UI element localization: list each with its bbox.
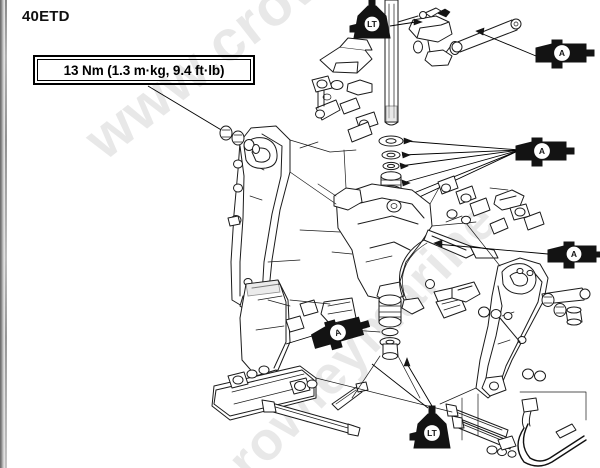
torque-spec-label: 13 Nm (1.3 m·kg, 9.4 ft·lb) (63, 62, 225, 78)
page-title: 40ETD (22, 8, 70, 25)
upper-left-small-parts (299, 75, 379, 149)
bolt-lower-center (331, 381, 369, 411)
lower-right-rods (445, 403, 517, 458)
callout-a-top[interactable]: A (475, 27, 595, 69)
tie-rod-lower-left (261, 399, 361, 437)
callout-a-right-label: A (571, 249, 577, 259)
right-clamp-bracket (475, 257, 549, 399)
callout-a-right[interactable]: A (433, 239, 600, 269)
lower-transom-rail (211, 365, 318, 421)
pin-and-nut-upper (397, 7, 451, 23)
callout-a-left-leader (285, 335, 313, 345)
callout-a-top-label: A (559, 48, 565, 58)
control-bracket-right (320, 281, 481, 325)
callout-a-left[interactable]: A (309, 311, 372, 354)
left-bracket-bolts-washers (219, 125, 260, 227)
swivel-bracket-housing (333, 183, 433, 303)
scan-edge-artifact-inner (5, 0, 7, 468)
right-mid-small-parts (489, 187, 545, 231)
callout-a-left-label: A (334, 327, 343, 338)
torque-spec-box: 13 Nm (1.3 m·kg, 9.4 ft·lb) (33, 55, 255, 85)
cotter-pin-clip (517, 397, 587, 467)
center-right-small-parts (429, 175, 509, 235)
callout-a-mid[interactable]: A (515, 137, 575, 167)
lower-bushing-stack (378, 294, 402, 360)
callout-lt-bottom-label: LT (427, 428, 438, 438)
assembly-detail-lines (267, 139, 501, 405)
callout-lt-top-label: LT (367, 19, 378, 29)
callout-lt-top[interactable]: LT (349, 0, 423, 39)
callout-a-mid-label: A (539, 146, 545, 156)
right-bracket-bolts-washers (478, 287, 591, 382)
scan-edge-artifact (0, 0, 7, 468)
tiller-arm-assembly (319, 37, 373, 101)
callout-lt-bottom[interactable]: LT (371, 357, 451, 449)
